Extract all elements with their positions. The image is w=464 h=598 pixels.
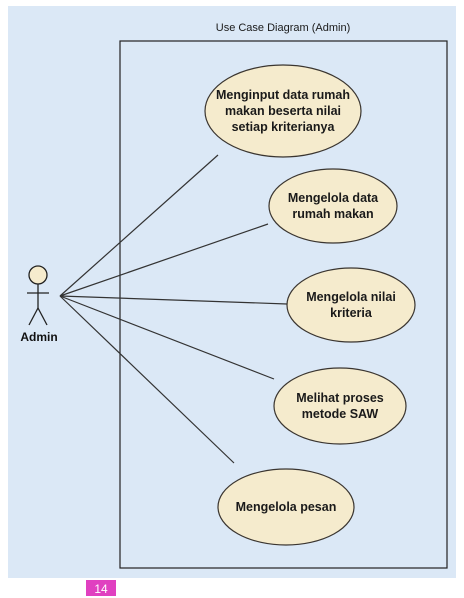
use-case-label-line: metode SAW (302, 407, 379, 421)
use-case-label-line: Melihat proses (296, 391, 384, 405)
system-boundary-title: Use Case Diagram (Admin) (216, 22, 350, 34)
associations (59, 154, 288, 464)
use-case-uc-manage-criteria[interactable]: Mengelola nilai kriteria (286, 267, 416, 343)
use-case-uc-input-data[interactable]: Menginput data rumah makan beserta nilai s… (204, 64, 362, 158)
actor-label: Admin (20, 330, 57, 344)
system-boundary (119, 40, 448, 569)
use-case-ellipse (273, 367, 407, 445)
use-case-label-line: kriteria (330, 306, 373, 320)
use-case-ellipse (217, 468, 355, 546)
use-case-ellipse (268, 168, 398, 244)
association-line-uc-input-data (59, 154, 219, 297)
use-case-label-line: makan beserta nilai (225, 104, 341, 118)
use-case-label-line: rumah makan (292, 207, 373, 221)
use-case-ellipse (204, 64, 362, 158)
use-case-uc-manage-messages[interactable]: Mengelola pesan (217, 468, 355, 546)
association-line-uc-manage-restaurant (59, 223, 269, 297)
association-line-uc-manage-messages (59, 295, 235, 464)
use-case-label-line: Mengelola pesan (236, 500, 337, 514)
use-case-label-line: Mengelola nilai (306, 290, 396, 304)
association-line-uc-view-saw (59, 295, 275, 380)
use-case-ellipse (286, 267, 416, 343)
use-case-label-line: setiap kriterianya (232, 120, 336, 134)
use-case-label-line: Mengelola data (288, 191, 379, 205)
use-case-uc-manage-restaurant[interactable]: Mengelola data rumah makan (268, 168, 398, 244)
use-cases: Menginput data rumah makan beserta nilai s… (204, 64, 416, 546)
association-line-uc-manage-criteria (59, 295, 288, 305)
actor-admin[interactable]: Admin (20, 265, 58, 344)
use-case-label-line: Menginput data rumah (216, 88, 350, 102)
use-case-uc-view-saw[interactable]: Melihat proses metode SAW (273, 367, 407, 445)
stick-figure-icon (27, 265, 49, 326)
page-number-badge: 14 (86, 580, 116, 596)
